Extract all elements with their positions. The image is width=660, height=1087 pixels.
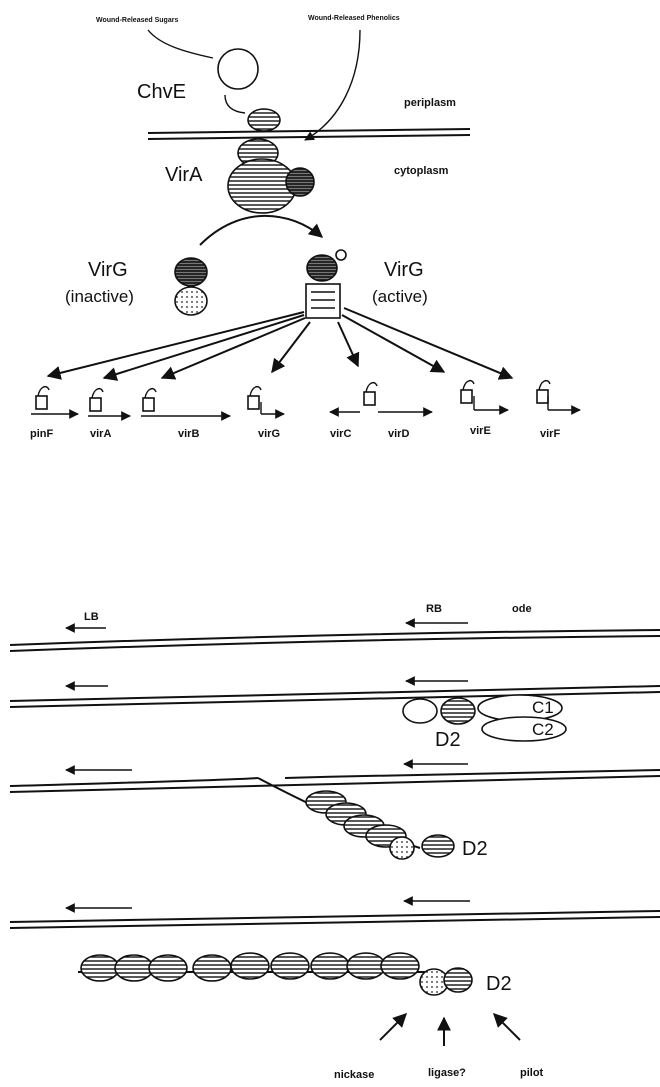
- dna-strand-bottom-4: [10, 917, 660, 928]
- c1-label: C1: [532, 698, 554, 717]
- inner-membrane-upper: [148, 129, 470, 133]
- vir-promoters: [31, 381, 580, 416]
- d2-label-row4: D2: [486, 973, 512, 995]
- virg-active-domain: [307, 255, 337, 281]
- vird1-protein: [403, 699, 437, 723]
- row-4-t-complex: D2 nickase ligase? pilot: [10, 901, 660, 1081]
- dna-strand-bottom: [10, 636, 660, 651]
- sugar-pointer-line: [148, 30, 213, 58]
- arrow-to-pinf: [48, 312, 304, 376]
- lb-label: LB: [84, 611, 99, 623]
- vire2-protein: [115, 955, 153, 981]
- phenolic-pointer-line: [305, 30, 360, 140]
- vire2-protein: [193, 955, 231, 981]
- dna-strand-top-3: [10, 778, 258, 786]
- phosphate-icon: [336, 250, 346, 260]
- sugar-molecule: [218, 49, 258, 89]
- arrow-to-virb: [162, 318, 305, 378]
- virg-inactive-lower-domain: [175, 287, 207, 315]
- vird2-protein-row3: [422, 835, 454, 857]
- gene-label-pinf: pinF: [30, 428, 53, 440]
- vire2-coat: [81, 953, 419, 981]
- d2-label-row2: D2: [435, 729, 461, 751]
- arrow-to-virf: [344, 308, 512, 378]
- dna-strand-top-4: [10, 911, 660, 922]
- nickase-label: nickase: [334, 1069, 374, 1081]
- vire2-cluster-row3: [306, 791, 454, 859]
- vird2-protein: [441, 698, 475, 724]
- gene-label-vird: virD: [388, 428, 409, 440]
- virg-active-dna-binding-domain: [306, 284, 340, 318]
- gene-labels: pinF virA virB virG virC virD virE virF: [30, 425, 560, 440]
- gene-label-virf: virF: [540, 428, 560, 440]
- nickase-arrow: [380, 1014, 406, 1040]
- activation-arrows: [48, 308, 512, 378]
- promoter-virf: [537, 381, 580, 410]
- promoter-virg: [248, 387, 284, 414]
- vire2-protein: [311, 953, 349, 979]
- vird2-protein-row4: [444, 968, 472, 992]
- vira-label: VirA: [165, 164, 203, 186]
- rb-label: RB: [426, 603, 442, 615]
- phosphotransfer-arrow: [200, 216, 322, 245]
- overdrive-label: ode: [512, 603, 532, 615]
- gene-label-virc: virC: [330, 428, 351, 440]
- vire2-protein: [81, 955, 119, 981]
- d2-label-row3: D2: [462, 838, 488, 860]
- promoter-virc-vird: [330, 383, 432, 412]
- cytoplasm-label: cytoplasm: [394, 165, 449, 177]
- gene-label-virb: virB: [178, 428, 199, 440]
- virg-inactive-label: VirG: [88, 259, 128, 281]
- vire2-protein: [231, 953, 269, 979]
- virg-inactive-state-label: (inactive): [65, 287, 134, 306]
- sugars-label: Wound-Released Sugars: [96, 17, 178, 24]
- promoter-virb: [141, 389, 230, 416]
- promoter-vira: [88, 389, 130, 416]
- virg-active-state-label: (active): [372, 287, 428, 306]
- chve-pointer: [225, 95, 245, 113]
- ligase-label: ligase?: [428, 1067, 466, 1079]
- promoter-pinf: [31, 387, 78, 414]
- chve-protein: [248, 109, 280, 131]
- virg-inactive-upper-domain: [175, 258, 207, 286]
- gene-label-virg: virG: [258, 428, 280, 440]
- vire2-protein: [381, 953, 419, 979]
- row-2-virc-binding: C1 C2 D2: [10, 681, 660, 751]
- vire2-protein: [347, 953, 385, 979]
- arrow-to-virc-vird: [338, 322, 358, 366]
- virg-active-label: VirG: [384, 259, 424, 281]
- pilot-arrow: [494, 1014, 520, 1040]
- chve-label: ChvE: [137, 81, 186, 103]
- gene-label-vira: virA: [90, 428, 111, 440]
- periplasm-label: periplasm: [404, 97, 456, 109]
- t-strand-processing-panel: LB RB ode C1 C2 D2: [10, 603, 660, 1081]
- vird1-protein-row3: [390, 837, 414, 859]
- vire2-protein: [271, 953, 309, 979]
- row-1-ti-plasmid: LB RB ode: [10, 603, 660, 651]
- vira-receiver-domain: [286, 168, 314, 196]
- c2-label: C2: [532, 720, 554, 739]
- gene-label-vire: virE: [470, 425, 491, 437]
- promoter-vire: [461, 381, 508, 410]
- phenolics-label: Wound-Released Phenolics: [308, 15, 400, 22]
- pilot-label: pilot: [520, 1067, 544, 1079]
- row-3-strand-displacement: D2: [10, 764, 660, 860]
- vire2-protein: [149, 955, 187, 981]
- signal-perception-panel: Wound-Released Sugars Wound-Released Phe…: [30, 15, 580, 440]
